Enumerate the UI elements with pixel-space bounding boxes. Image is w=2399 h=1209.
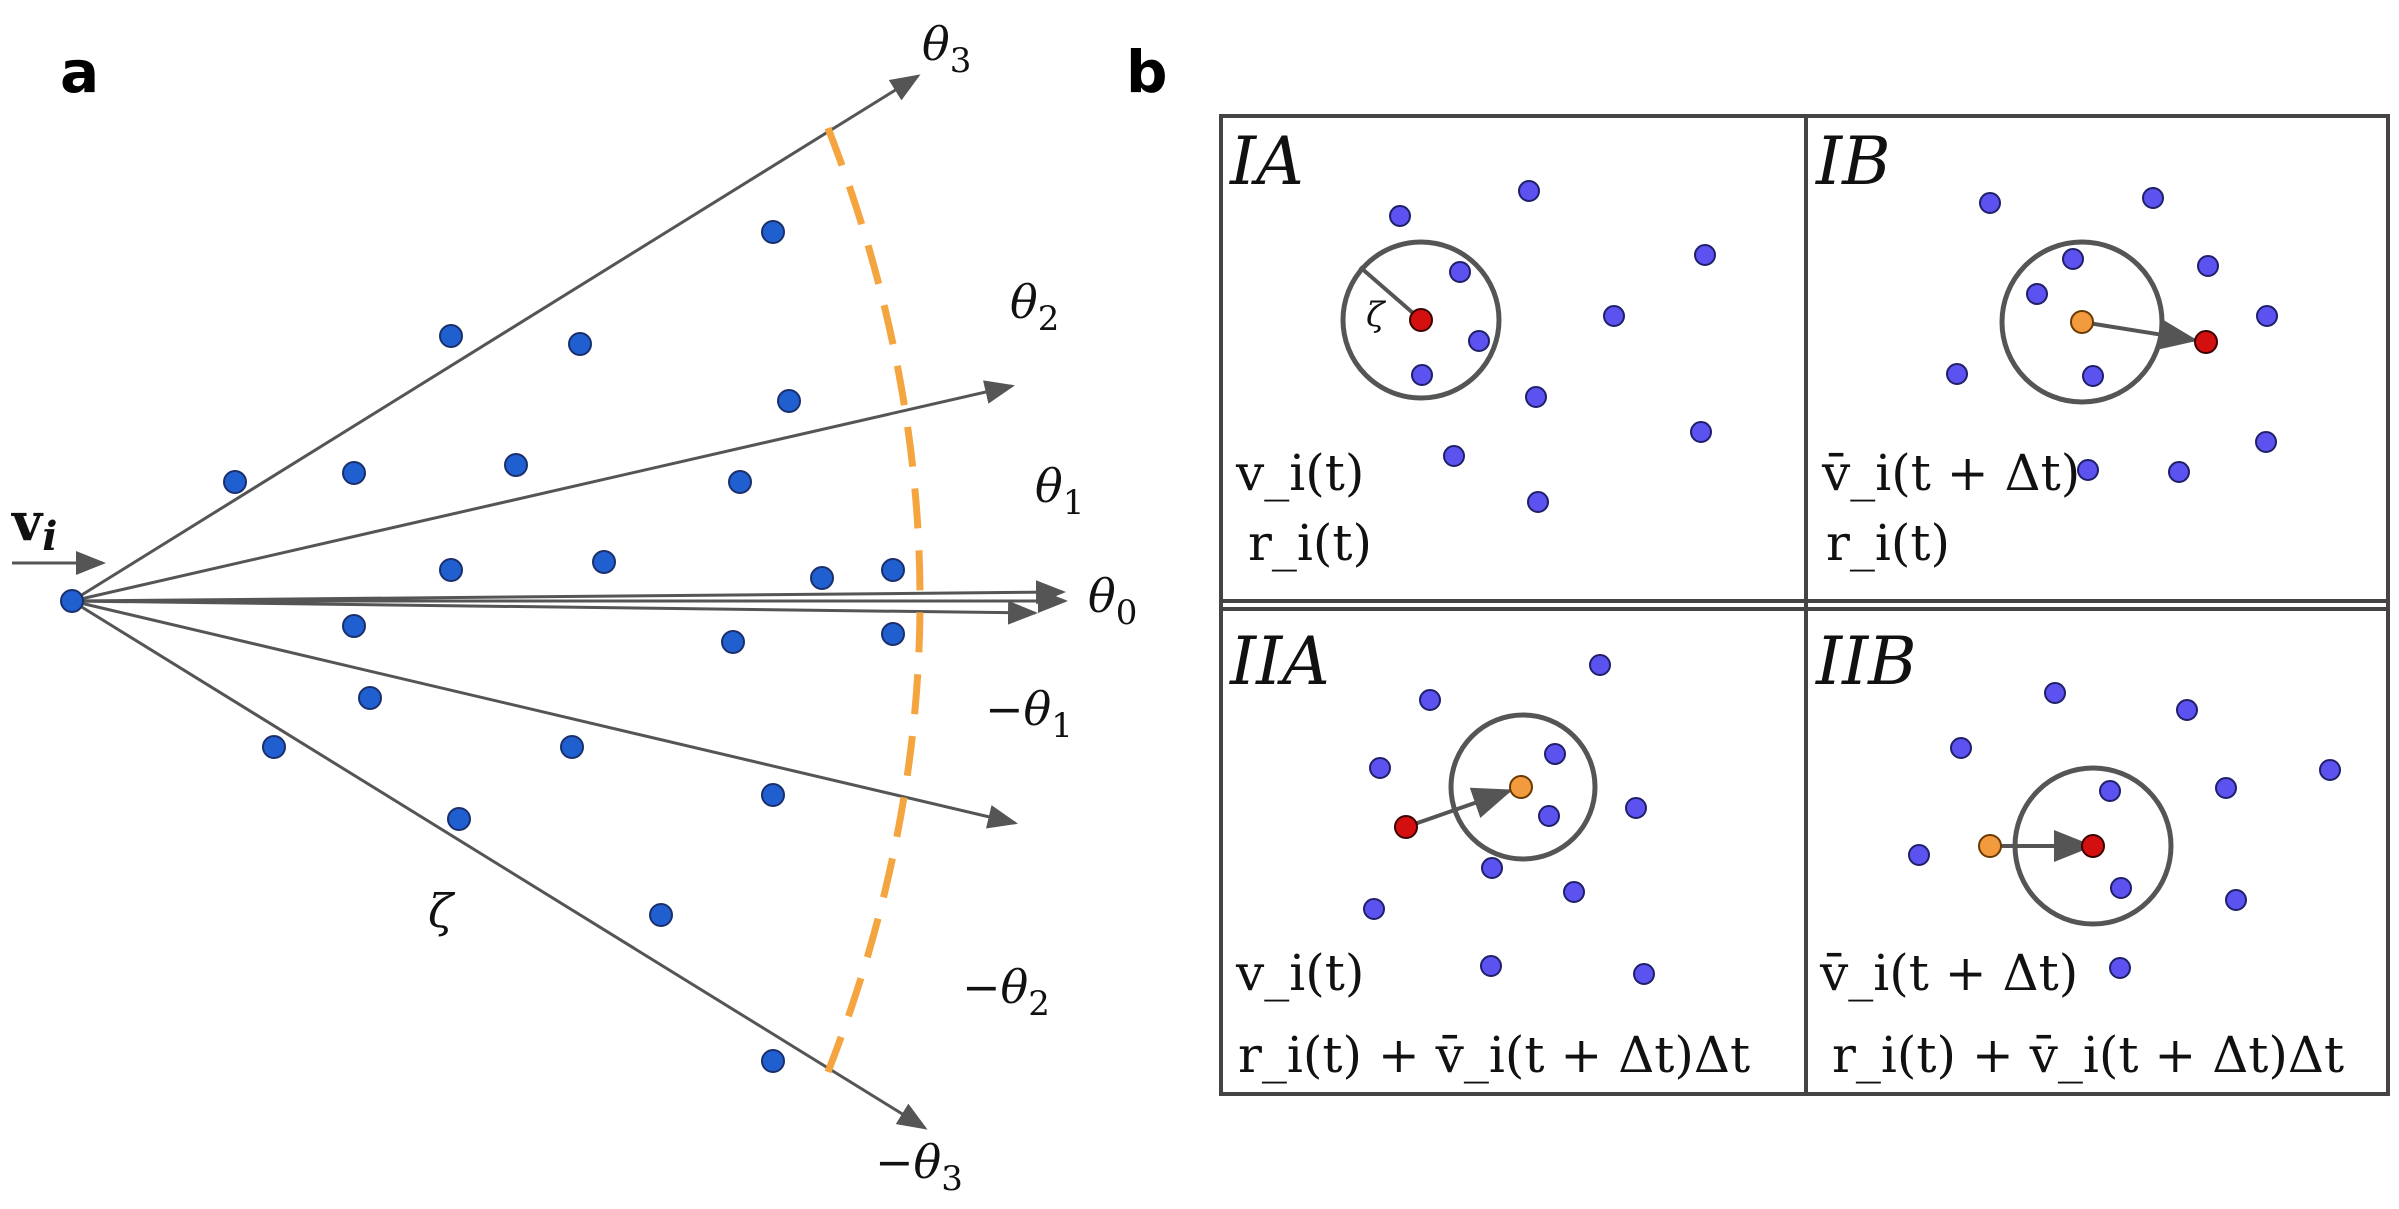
dot xyxy=(728,470,752,494)
neighbor-dots xyxy=(1946,187,2278,483)
dot xyxy=(761,220,785,244)
radius-label: ζ xyxy=(1366,295,1387,335)
focal-dot xyxy=(60,589,84,613)
ray-theta0c xyxy=(71,599,1038,625)
focal-particle xyxy=(2081,834,2105,858)
dot xyxy=(358,686,382,710)
cell-title: IA xyxy=(1229,123,1304,200)
previous-position xyxy=(1509,775,1533,799)
panel-b: b IA ζ v_i(t) r_i(t) IB xyxy=(1126,38,2390,1096)
dot xyxy=(439,324,463,348)
label-velocity: v̄_i(t + Δt) xyxy=(1821,444,2080,502)
label-velocity: v_i(t) xyxy=(1235,944,1364,1002)
neighbor-dots xyxy=(1389,180,1716,513)
panel-a-letter: a xyxy=(60,38,99,106)
dot xyxy=(342,461,366,485)
dot xyxy=(761,783,785,807)
label-neg-theta2: −θ2 xyxy=(962,960,1050,1024)
dot xyxy=(439,558,463,582)
range-arc xyxy=(824,126,924,1074)
label-theta1: θ1 xyxy=(1035,459,1084,523)
dot xyxy=(560,735,584,759)
dot xyxy=(810,566,834,590)
ray-theta3 xyxy=(71,74,921,603)
focal-particle xyxy=(2194,330,2218,354)
cell-IB: IB v̄_i(t + Δt) r_i(t) xyxy=(1815,123,2278,572)
previous-position xyxy=(2070,310,2094,334)
angle-rays xyxy=(12,74,1068,1130)
label-theta0: θ0 xyxy=(1088,569,1137,633)
neighborhood-circle xyxy=(1340,239,1502,401)
label-position: r_i(t) xyxy=(1248,514,1372,572)
dot xyxy=(447,807,471,831)
velocity-label: vi xyxy=(11,492,57,560)
label-position: r_i(t) + v̄_i(t + Δt)Δt xyxy=(1238,1026,1750,1084)
focal-particle xyxy=(1409,308,1433,332)
ray-neg-theta3 xyxy=(71,599,928,1130)
label-theta2: θ2 xyxy=(1010,275,1059,339)
label-position: r_i(t) + v̄_i(t + Δt)Δt xyxy=(1832,1026,2344,1084)
label-velocity: v̄_i(t + Δt) xyxy=(1819,944,2078,1002)
cell-title: IB xyxy=(1815,123,1891,200)
cell-IA: IA ζ v_i(t) r_i(t) xyxy=(1229,123,1716,572)
neighborhood-circle xyxy=(1448,712,1598,862)
dot xyxy=(721,630,745,654)
previous-position xyxy=(1978,834,2002,858)
dot xyxy=(504,453,528,477)
dot xyxy=(881,558,905,582)
dot xyxy=(592,550,616,574)
dot xyxy=(223,470,247,494)
dot xyxy=(568,332,592,356)
dot xyxy=(777,389,801,413)
neighbor-dots xyxy=(1908,682,2341,979)
cell-title: IIB xyxy=(1815,623,1917,700)
neighbor-dots-a xyxy=(60,220,905,1073)
label-velocity: v_i(t) xyxy=(1235,444,1364,502)
velocity-arrow xyxy=(2081,318,2198,351)
panel-b-letter: b xyxy=(1126,38,1168,106)
neighbor-dots xyxy=(1363,654,1655,985)
ray-neg-theta2 xyxy=(71,599,1018,829)
cell-IIA: IIA v_i(t) r_i(t) + v̄_i(t + Δt)Δt xyxy=(1229,623,1750,1084)
velocity-arrow xyxy=(1405,787,1513,829)
cell-title: IIA xyxy=(1229,623,1330,700)
label-position: r_i(t) xyxy=(1826,514,1950,572)
radius-label-a: ζ xyxy=(428,884,456,938)
dot xyxy=(262,735,286,759)
focal-particle xyxy=(1394,815,1418,839)
dot xyxy=(761,1049,785,1073)
panel-a: a xyxy=(11,17,1137,1199)
ray-theta2 xyxy=(71,380,1015,603)
label-neg-theta3: −θ3 xyxy=(875,1135,963,1199)
label-neg-theta1: −θ1 xyxy=(985,682,1073,746)
radius-line xyxy=(1358,265,1423,322)
dot xyxy=(342,614,366,638)
label-theta3: θ3 xyxy=(922,17,971,81)
cell-IIB: IIB v̄_i(t + Δt) r_i(t) + v̄_i(t + Δt)Δt xyxy=(1815,623,2344,1084)
dot xyxy=(649,903,673,927)
dot xyxy=(881,622,905,646)
